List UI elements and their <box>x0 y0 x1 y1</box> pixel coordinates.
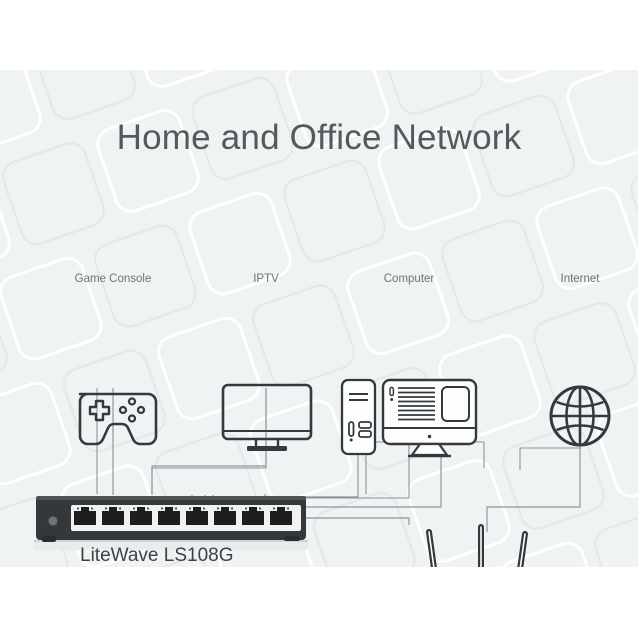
cable-seg-b <box>151 388 267 495</box>
desktop-computer-icon <box>340 378 478 458</box>
television-icon <box>221 383 313 451</box>
gamepad-icon <box>78 392 158 446</box>
wireless-router <box>396 520 572 567</box>
switch-illustration <box>34 496 308 550</box>
device-label-internet: Internet <box>560 273 600 285</box>
device-icon-iptv <box>220 382 314 454</box>
globe-icon <box>549 385 611 447</box>
product-name-label: LiteWave LS108G <box>80 545 234 566</box>
network-switch <box>32 490 310 560</box>
router-illustration <box>426 524 528 567</box>
device-label-iptv: IPTV <box>253 273 279 285</box>
device-label-computer: Computer <box>383 273 435 285</box>
device-icon-computer <box>340 378 480 460</box>
switch-port-bank <box>71 505 301 531</box>
switch-base <box>34 540 308 550</box>
router-antenna-right-inner <box>519 533 526 567</box>
cable-seg-f <box>486 388 581 532</box>
device-icon-game-console <box>70 388 158 450</box>
device-icon-internet <box>548 384 612 448</box>
switch-status-led <box>48 516 58 526</box>
router-antenna-left-inner <box>428 531 435 567</box>
page-title: Home and Office Network <box>116 118 522 157</box>
diagram-panel <box>0 70 638 567</box>
device-label-game-console: Game Console <box>74 273 152 285</box>
